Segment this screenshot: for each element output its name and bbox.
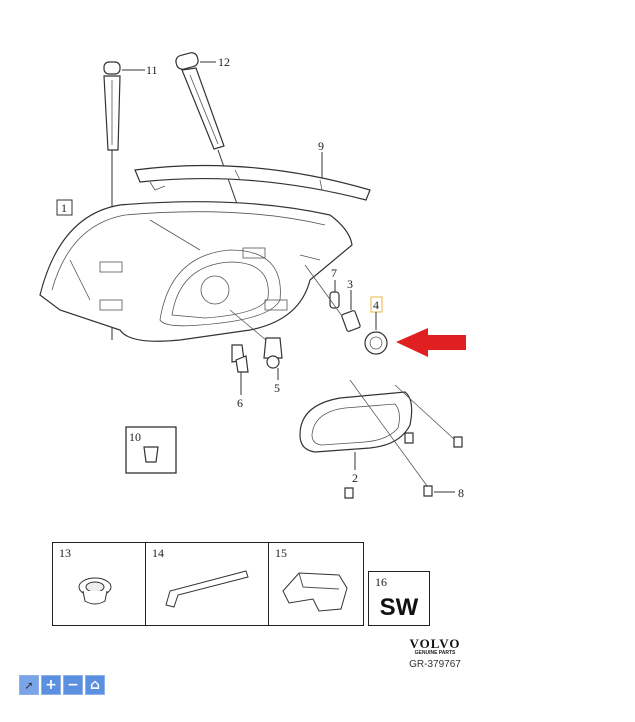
brand-tagline: GENUINE PARTS	[414, 650, 456, 656]
box-number: 13	[59, 546, 71, 560]
volvo-genuine-parts-logo: VOLVO GENUINE PARTS GR-379767	[400, 637, 470, 670]
red-arrow-indicator	[396, 328, 466, 357]
callout-3: 3	[347, 277, 353, 291]
callout-8: 8	[458, 486, 464, 500]
box-number: 14	[152, 546, 164, 560]
accessory-box-15: 15	[268, 542, 364, 626]
part-1-headlamp-housing	[39, 199, 353, 342]
callout-5: 5	[274, 381, 280, 395]
part-6-bulb	[231, 344, 249, 395]
bracket-icon	[282, 572, 348, 612]
accessory-box-13: 13	[52, 542, 146, 626]
callout-2: 2	[352, 471, 358, 485]
accessory-box-14: 14	[145, 542, 269, 626]
callout-7: 7	[331, 266, 337, 280]
sw-label: SW	[379, 594, 419, 621]
box-number: 16	[375, 575, 387, 589]
accessory-box-16: 16 SW	[368, 571, 430, 626]
home-button[interactable]: ⌂	[85, 675, 105, 695]
callout-10: 10	[129, 430, 141, 444]
callout-12: 12	[218, 55, 230, 69]
viewer-toolbar: ➚ + − ⌂	[19, 675, 105, 695]
callout-9: 9	[318, 139, 324, 153]
callout-11: 11	[146, 63, 158, 77]
hex-key-icon	[165, 570, 249, 608]
callout-1: 1	[61, 201, 67, 215]
box-number: 15	[275, 546, 287, 560]
zoom-in-button[interactable]: +	[41, 675, 61, 695]
part-4-cap	[364, 296, 388, 355]
select-tool-button[interactable]: ➚	[19, 675, 39, 695]
diagram-code: GR-379767	[409, 659, 461, 670]
part-10-box	[125, 426, 177, 474]
part-2-fog-lamp	[299, 379, 463, 499]
brand-name: VOLVO	[409, 636, 461, 651]
part-7-bulb	[304, 264, 346, 321]
part-5-bulb	[229, 309, 283, 380]
grommet-icon	[78, 577, 112, 605]
zoom-out-button[interactable]: −	[63, 675, 83, 695]
part-9-trim-strip	[134, 152, 371, 201]
callout-6: 6	[237, 396, 243, 410]
callout-4: 4	[373, 298, 379, 312]
part-3-socket	[341, 290, 361, 332]
